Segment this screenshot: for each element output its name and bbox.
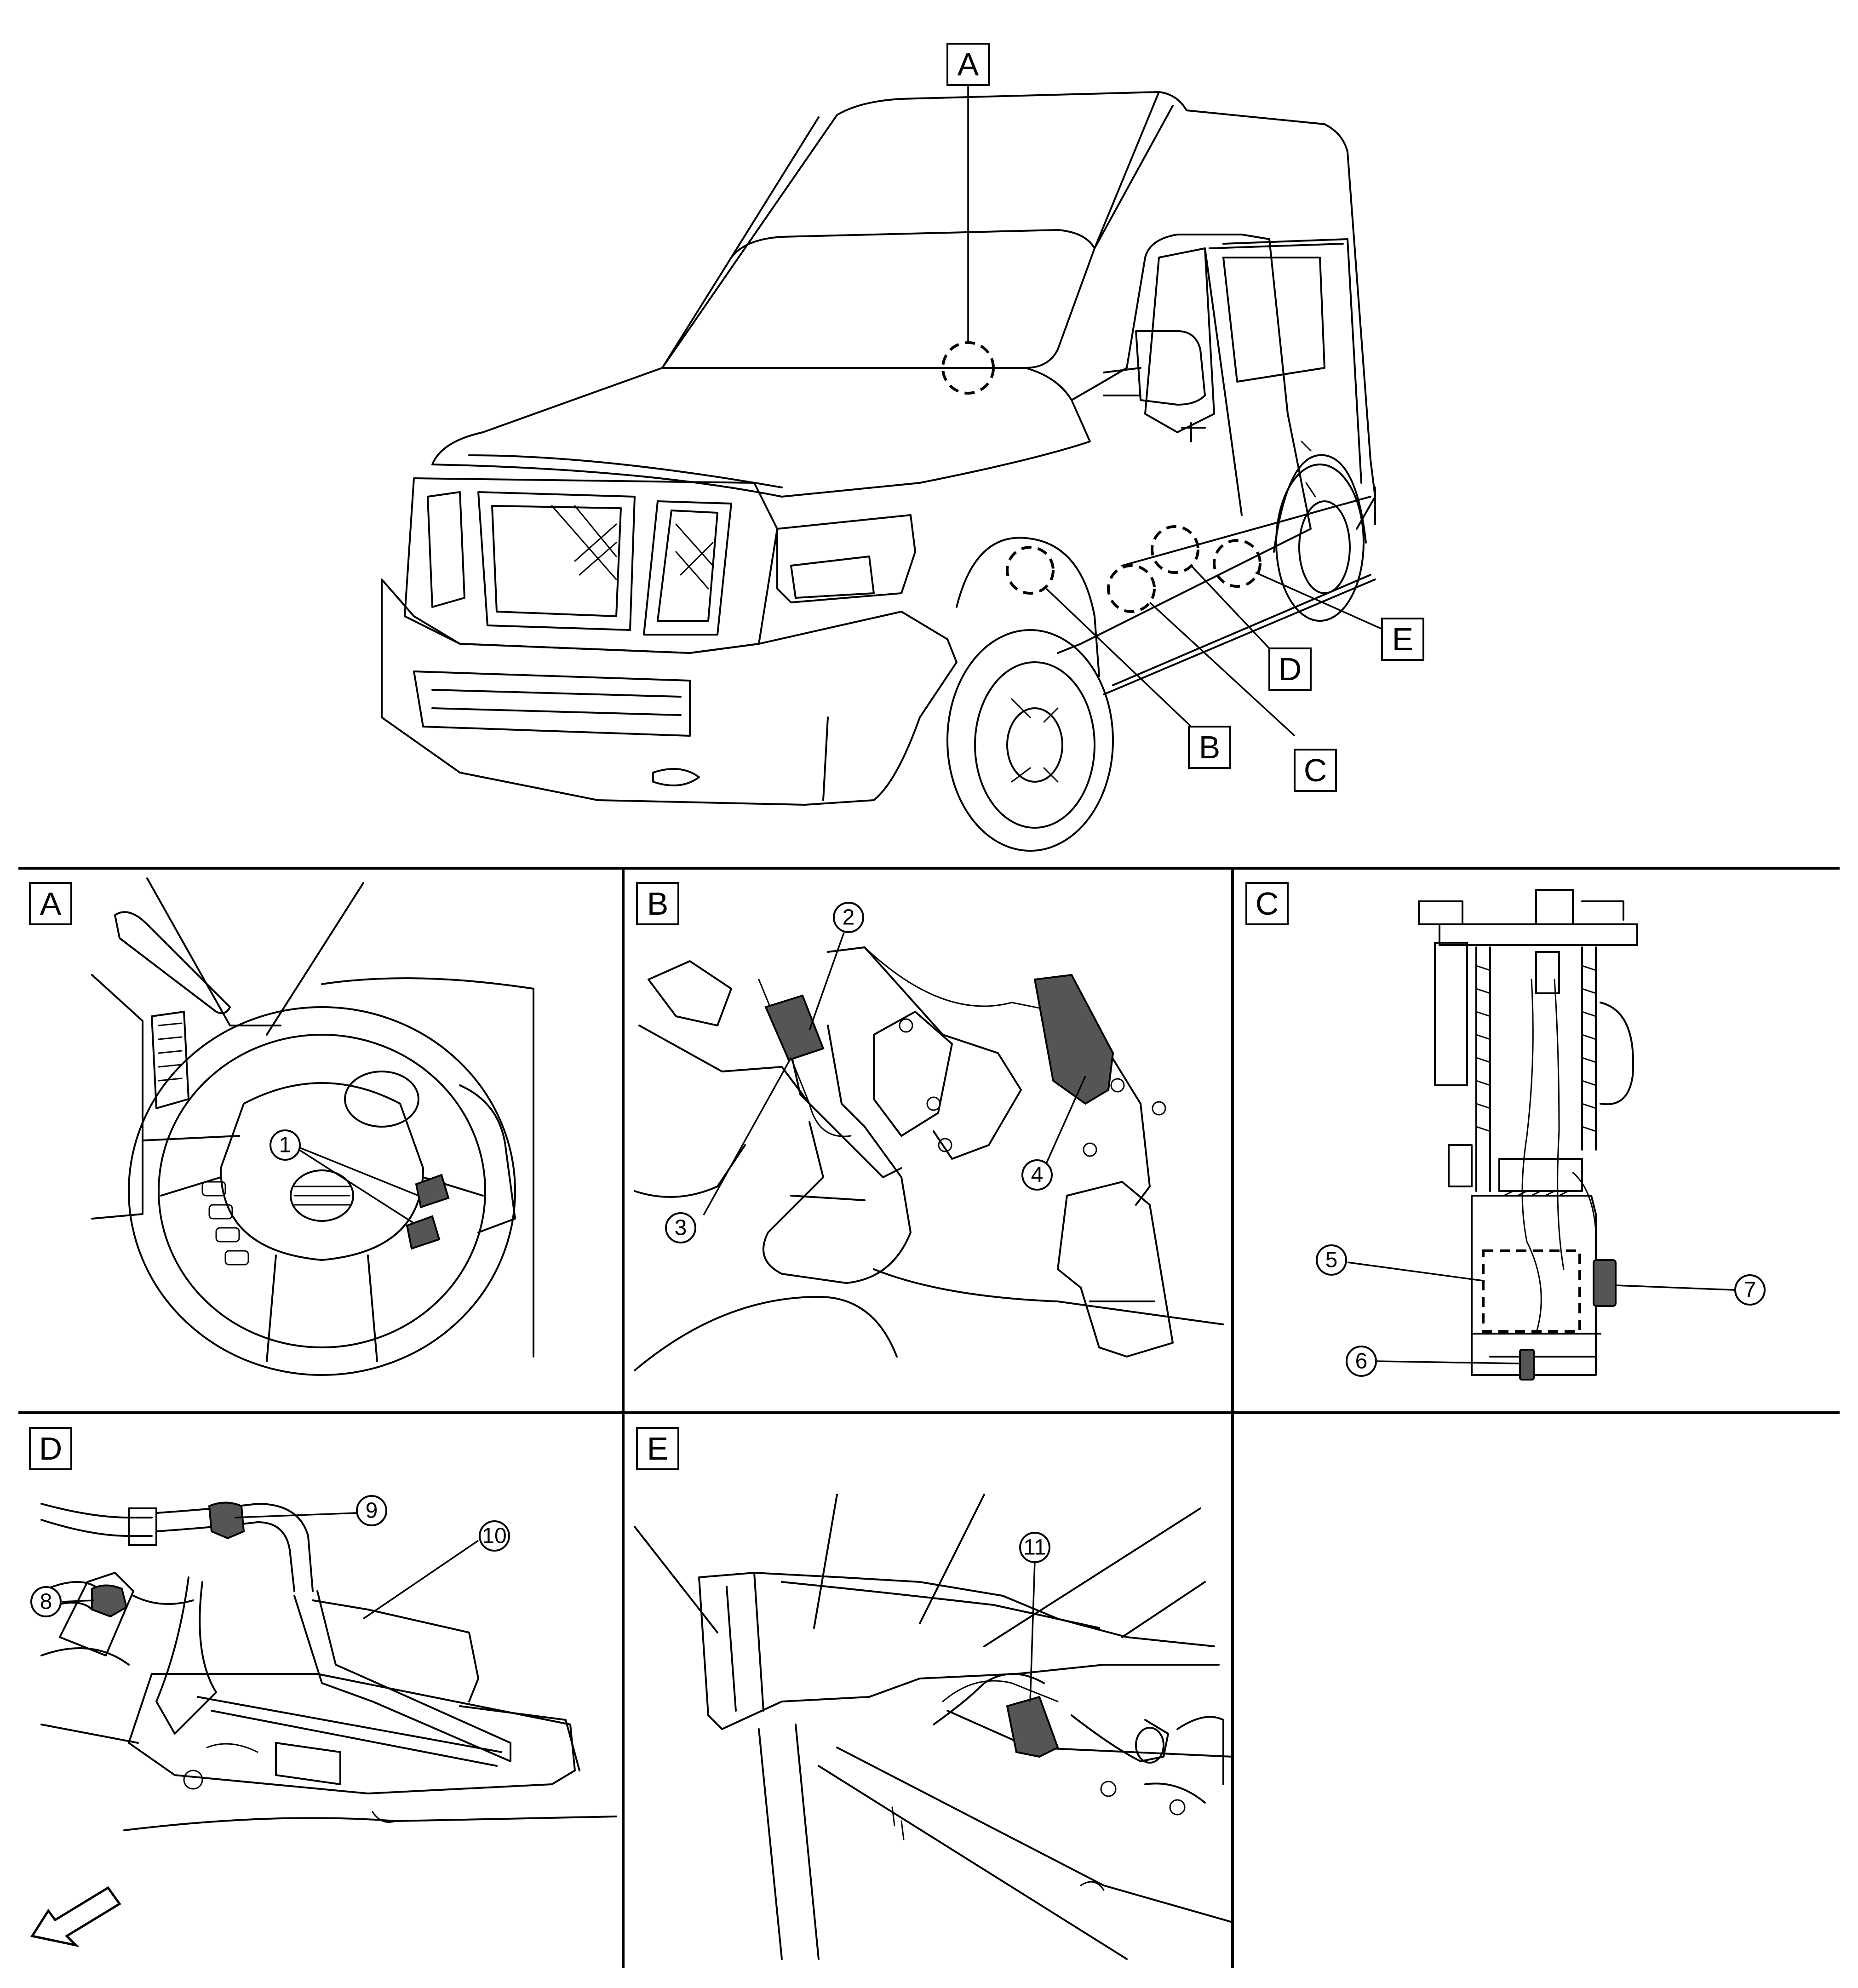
fuel-level-sensor-region	[1482, 1249, 1581, 1333]
svg-text:10: 10	[482, 1524, 506, 1548]
location-circle-d	[1151, 525, 1199, 574]
callout-d: D	[1268, 647, 1312, 691]
svg-text:B: B	[1199, 729, 1221, 765]
item-marker-11: 11	[1019, 1532, 1050, 1563]
panel-grid	[18, 867, 1840, 1968]
svg-text:9: 9	[366, 1499, 378, 1523]
item-marker-3: 3	[665, 1212, 696, 1243]
svg-text:5: 5	[1325, 1248, 1338, 1272]
item-marker-1: 1	[270, 1129, 301, 1161]
svg-text:1: 1	[279, 1133, 292, 1157]
item-marker-10: 10	[479, 1520, 510, 1552]
callout-a: A	[946, 43, 990, 86]
svg-text:8: 8	[40, 1590, 52, 1614]
svg-text:D: D	[1279, 651, 1302, 687]
panel-e: E 11	[634, 1427, 1233, 1960]
location-circle-b	[1006, 546, 1055, 595]
panel-a: A 1	[29, 877, 534, 1376]
item-marker-6: 6	[1346, 1346, 1377, 1377]
item-marker-5: 5	[1316, 1244, 1347, 1276]
svg-text:D: D	[39, 1431, 63, 1467]
svg-text:A: A	[958, 46, 979, 82]
evap-canister-purge-connector	[91, 1584, 128, 1618]
fuel-tank-sensor-connector	[1006, 1696, 1059, 1758]
svg-text:B: B	[647, 886, 669, 922]
item-marker-9: 9	[356, 1495, 387, 1526]
panel-d: D 8	[29, 1427, 617, 1948]
steering-switch-lower	[406, 1215, 441, 1250]
item-marker-4: 4	[1021, 1159, 1053, 1191]
svg-text:C: C	[1256, 886, 1279, 922]
accelerator-pedal-sensor-connector	[1033, 974, 1114, 1105]
callout-b: B	[1188, 726, 1231, 769]
location-circle-e	[1213, 539, 1262, 588]
item-marker-7: 7	[1734, 1274, 1766, 1306]
item-marker-2: 2	[833, 902, 864, 933]
van-illustration	[381, 91, 1376, 852]
fuel-tank-temp-sensor	[1519, 1349, 1535, 1381]
svg-text:A: A	[40, 886, 62, 922]
location-circle-c	[1107, 564, 1156, 613]
stop-lamp-switch-connector	[764, 994, 825, 1061]
svg-text:3: 3	[675, 1216, 687, 1240]
item-marker-8: 8	[30, 1586, 62, 1617]
callout-e: E	[1381, 618, 1424, 661]
panel-c: C 5	[1245, 882, 1766, 1381]
empty-panel	[1237, 1416, 1835, 1964]
svg-text:E: E	[1392, 621, 1414, 657]
front-direction-arrow-icon	[30, 1886, 121, 1948]
svg-text:7: 7	[1744, 1278, 1756, 1302]
svg-text:C: C	[1304, 752, 1327, 788]
svg-text:2: 2	[843, 905, 855, 930]
fuel-pump-connector	[1593, 1259, 1617, 1307]
svg-text:11: 11	[1023, 1535, 1046, 1560]
panel-b: B 2	[634, 882, 1224, 1371]
callout-c: C	[1294, 749, 1337, 792]
fuel-tank-pressure-sensor-connector	[208, 1501, 245, 1540]
svg-text:4: 4	[1031, 1163, 1044, 1187]
svg-text:E: E	[647, 1431, 669, 1467]
steering-switch-upper	[415, 1174, 450, 1209]
svg-text:6: 6	[1355, 1349, 1368, 1374]
